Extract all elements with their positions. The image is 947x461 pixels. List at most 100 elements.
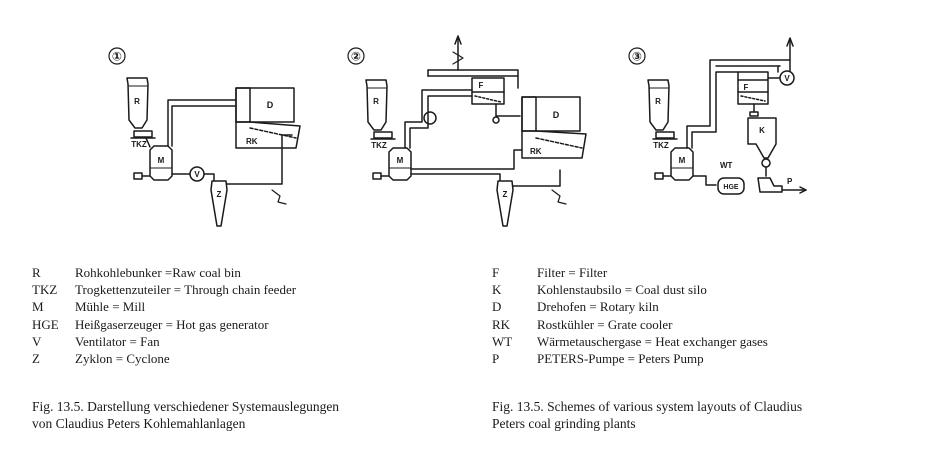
scheme-2-cooler-label: RK bbox=[530, 147, 542, 156]
legend-text: Rohkohlebunker =Raw coal bin bbox=[75, 265, 241, 280]
scheme-2-duct bbox=[404, 89, 473, 149]
scheme-1-duct bbox=[167, 99, 237, 147]
legend-abbr: M bbox=[32, 299, 44, 315]
legend-text: Drehofen = Rotary kiln bbox=[537, 299, 659, 315]
legend-item: V Ventilator = Fan bbox=[32, 333, 296, 350]
legend-text: Filter = Filter bbox=[537, 265, 608, 280]
scheme-2-mill-label: M bbox=[397, 156, 404, 165]
scheme-2: ② R TKZ M F D bbox=[347, 35, 587, 227]
scheme-3-feeder bbox=[655, 131, 675, 139]
legend-right: F Filter = Filter K Kohlenstaubsilo = Co… bbox=[492, 264, 768, 367]
caption-line: von Claudius Peters Kohlemahlanlagen bbox=[32, 416, 246, 431]
legend-text: Ventilator = Fan bbox=[75, 333, 160, 349]
scheme-1-cooler bbox=[235, 121, 301, 149]
scheme-2-fan bbox=[423, 111, 437, 125]
scheme-3-fan bbox=[779, 70, 795, 86]
caption-english: Fig. 13.5. Schemes of various system lay… bbox=[492, 398, 922, 432]
legend-abbr: RK bbox=[492, 316, 511, 332]
scheme-3-pump-label: P bbox=[787, 177, 793, 186]
caption-line: Fig. 13.5. Darstellung verschiedener Sys… bbox=[32, 399, 340, 414]
legend-item: HGE Heißgaserzeuger = Hot gas generator bbox=[32, 316, 296, 333]
scheme-2-feeder bbox=[373, 131, 393, 139]
legend-item: WT Wärmetauschergase = Heat exchanger ga… bbox=[492, 333, 768, 350]
legend-text: Wärmetauschergase = Heat exchanger gases bbox=[537, 333, 768, 349]
scheme-2-number-circle bbox=[347, 47, 365, 65]
scheme-2-motor bbox=[372, 172, 382, 180]
scheme-1-bin-label: R bbox=[134, 97, 140, 106]
legend-text: Trogkettenzuteiler = Through chain feede… bbox=[75, 282, 297, 298]
scheme-1-fan-label: V bbox=[194, 170, 200, 179]
system-schematics: ① R TKZ M V Z D RK bbox=[108, 35, 807, 227]
scheme-1-mill bbox=[149, 145, 173, 181]
legend-abbr: WT bbox=[492, 333, 513, 349]
legend-item: P PETERS-Pumpe = Peters Pump bbox=[492, 350, 768, 367]
scheme-2-filter-label: F bbox=[479, 81, 484, 90]
scheme-1-motor bbox=[133, 172, 143, 180]
scheme-2-number: ② bbox=[351, 50, 361, 64]
legend-abbr: R bbox=[32, 265, 41, 280]
legend-abbr: TKZ bbox=[32, 282, 58, 298]
legend-item: R Rohkohlebunker =Raw coal bin bbox=[32, 264, 296, 281]
scheme-3-silo bbox=[747, 117, 777, 159]
scheme-3-pump bbox=[757, 177, 783, 193]
scheme-3-hot-gas-generator-label: HGE bbox=[723, 184, 739, 191]
legend-abbr: Z bbox=[32, 351, 40, 367]
scheme-2-mill bbox=[388, 147, 412, 181]
scheme-3-feeder-label: TKZ bbox=[653, 141, 669, 150]
caption-german: Fig. 13.5. Darstellung verschiedener Sys… bbox=[32, 398, 462, 432]
legend-abbr: K bbox=[492, 282, 502, 298]
scheme-2-cyclone-label: Z bbox=[503, 190, 508, 199]
caption-line: Fig. 13.5. Schemes of various system lay… bbox=[492, 399, 803, 414]
scheme-3: ③ R TKZ M F V K bbox=[628, 37, 807, 195]
scheme-3-silo-label: K bbox=[759, 126, 765, 135]
scheme-2-kiln-label: D bbox=[553, 110, 560, 120]
legend-item: M Mühle = Mill bbox=[32, 298, 296, 315]
scheme-3-duct bbox=[686, 39, 791, 149]
scheme-3-filter-label: F bbox=[744, 83, 749, 92]
scheme-2-cyclone bbox=[496, 180, 514, 227]
scheme-1-feeder-label: TKZ bbox=[131, 140, 147, 149]
legend-text: Rostkühler = Grate cooler bbox=[537, 316, 673, 332]
scheme-3-fan-label: V bbox=[784, 74, 790, 83]
scheme-3-heat-exchanger-label: WT bbox=[720, 161, 733, 170]
scheme-2-bin-label: R bbox=[373, 97, 379, 106]
scheme-1-cooler-label: RK bbox=[246, 137, 258, 146]
scheme-1-kiln-label: D bbox=[267, 100, 274, 110]
legend-abbr: F bbox=[492, 265, 500, 280]
scheme-3-number-circle bbox=[628, 47, 646, 65]
scheme-1-cyclone-label: Z bbox=[217, 190, 222, 199]
legend-text: Heißgaserzeuger = Hot gas generator bbox=[75, 316, 269, 332]
scheme-1-cyclone bbox=[210, 180, 228, 227]
scheme-3-motor bbox=[654, 172, 664, 180]
scheme-2-feeder-label: TKZ bbox=[371, 141, 387, 150]
scheme-3-mill-label: M bbox=[679, 156, 686, 165]
legend-abbr: P bbox=[492, 351, 500, 367]
legend-abbr: V bbox=[32, 333, 42, 349]
legend-item: F Filter = Filter bbox=[492, 264, 768, 281]
scheme-1-number-circle bbox=[108, 47, 126, 65]
legend-item: RK Rostkühler = Grate cooler bbox=[492, 316, 768, 333]
scheme-1-feeder bbox=[133, 130, 153, 138]
scheme-1-mill-label: M bbox=[158, 156, 165, 165]
legend-text: Zyklon = Cyclone bbox=[75, 351, 170, 367]
scheme-3-bin-label: R bbox=[655, 97, 661, 106]
legend-item: Z Zyklon = Cyclone bbox=[32, 350, 296, 367]
legend-item: K Kohlenstaubsilo = Coal dust silo bbox=[492, 281, 768, 298]
legend-text: PETERS-Pumpe = Peters Pump bbox=[537, 351, 704, 367]
scheme-3-number: ③ bbox=[632, 50, 642, 64]
legend-text: Kohlenstaubsilo = Coal dust silo bbox=[537, 282, 707, 298]
legend-abbr: HGE bbox=[32, 316, 59, 332]
scheme-1-number: ① bbox=[112, 50, 122, 64]
scheme-3-bin bbox=[647, 79, 670, 131]
legend-text: Mühle = Mill bbox=[75, 299, 146, 315]
scheme-2-filter bbox=[471, 77, 505, 105]
legend-abbr: D bbox=[492, 299, 502, 315]
scheme-2-kiln bbox=[521, 96, 581, 132]
scheme-3-hot-gas-generator bbox=[717, 177, 745, 195]
legend-item: D Drehofen = Rotary kiln bbox=[492, 298, 768, 315]
caption-line: Peters coal grinding plants bbox=[492, 416, 636, 431]
scheme-1-bin bbox=[126, 77, 149, 129]
legend-left: R Rohkohlebunker =Raw coal bin TKZ Trogk… bbox=[32, 264, 296, 367]
legend-item: TKZ Trogkettenzuteiler = Through chain f… bbox=[32, 281, 296, 298]
scheme-1-kiln bbox=[235, 87, 295, 123]
